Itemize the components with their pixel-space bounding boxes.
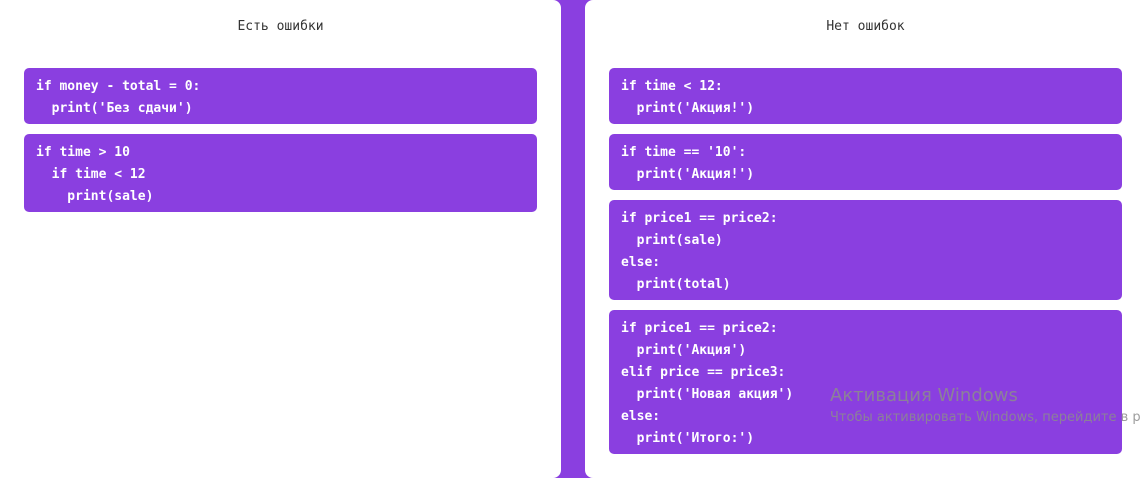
code-line: print('Акция')	[621, 343, 747, 358]
code-line: if price1 == price2:	[621, 321, 778, 336]
no-errors-panel: Нет ошибок if time < 12: print('Акция!')…	[585, 0, 1146, 478]
code-line: elif price == price3:	[621, 365, 786, 380]
code-line: if time < 12:	[621, 79, 723, 94]
code-line: print(sale)	[36, 189, 154, 204]
no-errors-panel-title: Нет ошибок	[826, 19, 905, 34]
code-line: if money - total = 0:	[36, 79, 201, 94]
code-line: print('Акция!')	[621, 101, 755, 116]
code-card: if time < 12: print('Акция!')	[609, 68, 1122, 124]
code-line: print('Акция!')	[621, 167, 755, 182]
code-line: if price1 == price2:	[621, 211, 778, 226]
code-line: else:	[621, 255, 661, 270]
errors-panel: Есть ошибки if money - total = 0: print(…	[0, 0, 561, 478]
code-line: if time == '10':	[621, 145, 747, 160]
code-card: if price1 == price2: print(sale) else: p…	[609, 200, 1122, 300]
code-card: if time > 10 if time < 12 print(sale)	[24, 134, 537, 212]
code-card: if time == '10': print('Акция!')	[609, 134, 1122, 190]
code-line: if time < 12	[36, 167, 146, 182]
errors-panel-title: Есть ошибки	[237, 19, 324, 34]
code-card: if price1 == price2: print('Акция') elif…	[609, 310, 1122, 454]
code-line: print('Итого:')	[621, 431, 755, 446]
code-line: print(sale)	[621, 233, 723, 248]
code-line: else:	[621, 409, 661, 424]
code-line: print('Новая акция')	[621, 387, 794, 402]
code-card: if money - total = 0: print('Без сдачи')	[24, 68, 537, 124]
code-line: if time > 10	[36, 145, 130, 160]
code-line: print(total)	[621, 277, 731, 292]
code-line: print('Без сдачи')	[36, 101, 193, 116]
